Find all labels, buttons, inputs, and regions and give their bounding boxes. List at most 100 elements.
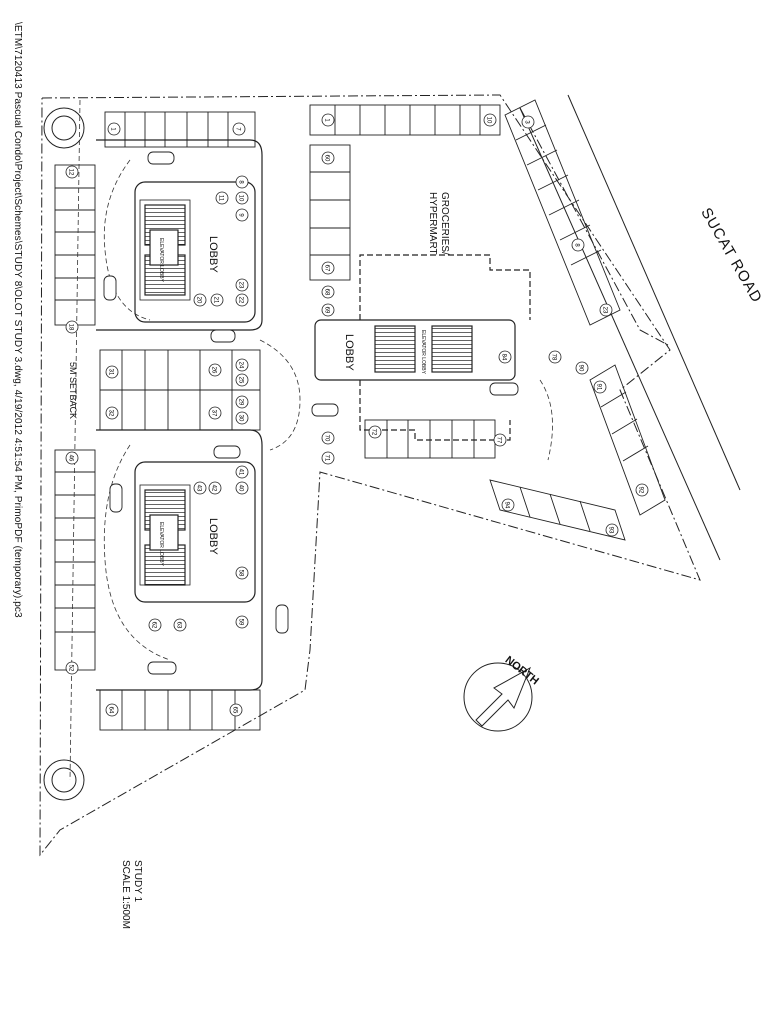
parking-stalls	[54, 99, 666, 731]
stall-number: 18	[68, 324, 74, 331]
stall-marker	[235, 293, 249, 307]
north-tower	[96, 139, 263, 331]
stall-number: 59	[238, 619, 244, 626]
drawing-scale: SCALE 1:500M	[120, 860, 131, 929]
stall-marker	[65, 661, 79, 675]
stall-marker	[321, 303, 335, 317]
stall-marker	[493, 433, 507, 447]
stall-number: 8	[238, 180, 244, 184]
stall-marker	[232, 122, 246, 136]
setback-label: 5M SETBACK	[68, 362, 78, 419]
stall-number: 22	[238, 297, 244, 304]
stall-number: 24	[238, 362, 244, 369]
stall-number: 41	[238, 469, 244, 476]
stall-marker	[235, 373, 249, 387]
north-lobby-label: LOBBY	[207, 236, 219, 273]
stall-marker	[521, 115, 535, 129]
stall-number: 20	[196, 297, 202, 304]
stall-number: 9	[238, 213, 244, 217]
stall-marker	[548, 350, 562, 364]
stall-number: 43	[196, 485, 202, 492]
stall-number: 7	[235, 127, 241, 131]
stall-marker	[235, 615, 249, 629]
stall-number: 64	[108, 707, 114, 714]
stall-marker	[235, 465, 249, 479]
stall-marker	[605, 523, 619, 537]
stall-marker	[483, 113, 497, 127]
stall-number: 92	[638, 487, 644, 494]
stall-marker	[105, 365, 119, 379]
south-lobby-label: LOBBY	[207, 518, 219, 555]
stall-number: 10	[238, 195, 244, 202]
stall-marker	[148, 618, 162, 632]
stall-number: 90	[578, 365, 584, 372]
stall-marker	[235, 411, 249, 425]
stall-marker	[65, 165, 79, 179]
stall-marker	[193, 293, 207, 307]
hypermart-building	[314, 254, 531, 441]
stall-marker	[368, 425, 382, 439]
stall-number: 46	[68, 455, 74, 462]
stall-number: 23	[602, 307, 608, 314]
stall-marker	[215, 191, 229, 205]
stall-number: 42	[211, 485, 217, 492]
stall-number: 78	[551, 354, 557, 361]
stall-marker	[107, 122, 121, 136]
stall-marker	[235, 481, 249, 495]
stall-number: 30	[238, 415, 244, 422]
stall-number: 8	[574, 243, 580, 247]
stall-marker	[235, 191, 249, 205]
drawing-title: STUDY 1	[132, 860, 143, 903]
stall-number: 84	[501, 354, 507, 361]
stall-marker	[229, 703, 243, 717]
stall-marker	[210, 293, 224, 307]
stall-marker	[321, 285, 335, 299]
stall-marker	[321, 113, 335, 127]
stall-number: 1	[110, 127, 116, 131]
stall-number: 91	[596, 384, 602, 391]
stall-marker	[235, 566, 249, 580]
south-tower	[96, 429, 263, 691]
stall-marker	[235, 175, 249, 189]
stall-number: 70	[324, 435, 330, 442]
stall-number: 26	[211, 367, 217, 374]
stall-marker	[105, 703, 119, 717]
elevator-lobby-label-1: ELEVATOR LOBBY	[158, 238, 164, 283]
stall-marker	[321, 261, 335, 275]
property-boundary	[39, 94, 701, 857]
stall-marker	[208, 481, 222, 495]
stall-number: 68	[324, 289, 330, 296]
stall-number: 94	[504, 502, 510, 509]
retail-label-line2: HYPERMART	[427, 192, 438, 255]
stall-number: 77	[496, 437, 502, 444]
stall-marker	[501, 498, 515, 512]
stall-number: 1	[324, 118, 330, 122]
stall-marker	[599, 303, 613, 317]
north-arrow-icon	[463, 662, 533, 732]
stall-marker	[235, 395, 249, 409]
elevator-lobby-label-2: ELEVATOR LOBBY	[158, 522, 164, 567]
stall-marker	[105, 406, 119, 420]
stall-number: 31	[108, 369, 114, 376]
stall-number: 10	[486, 117, 492, 124]
stall-marker	[65, 320, 79, 334]
stall-number: 23	[238, 282, 244, 289]
stall-number: 25	[238, 377, 244, 384]
driveways	[69, 99, 553, 781]
stall-number: 60	[324, 155, 330, 162]
retail-label-line1: GROCERIES/	[439, 192, 450, 255]
stall-number: 3	[524, 120, 530, 124]
stall-marker	[575, 361, 589, 375]
stall-marker	[65, 451, 79, 465]
car-icons	[103, 151, 519, 675]
stall-marker	[571, 238, 585, 252]
stall-marker	[321, 431, 335, 445]
sucat-road-edge	[519, 94, 741, 561]
stall-marker	[235, 208, 249, 222]
stall-number: 21	[213, 297, 219, 304]
stall-marker	[321, 451, 335, 465]
turnaround-circles	[43, 107, 85, 801]
stall-marker	[498, 350, 512, 364]
